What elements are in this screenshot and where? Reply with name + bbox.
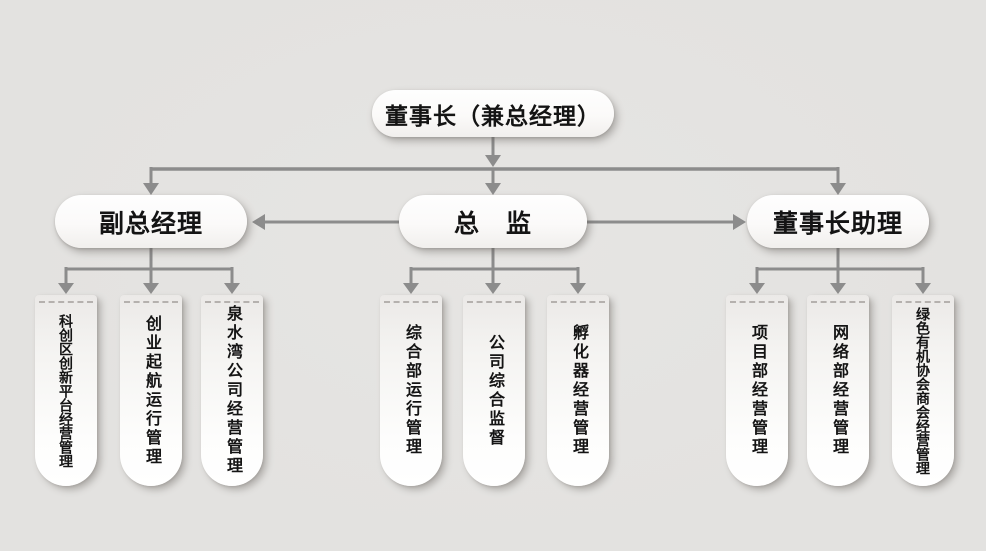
chairman-label: 董事长（兼总经理） [385, 102, 601, 129]
org-node-dept-incubator: 孵化器经营管理 [547, 295, 609, 486]
perforation-dashes [39, 301, 93, 303]
org-node-dept-quanshuiwan-company: 泉水湾公司经营管理 [201, 295, 263, 486]
director-label: 总 监 [453, 209, 532, 238]
dept-label: 网络部经营管理 [830, 324, 847, 457]
dept-label: 绿色有机协会商会经营管理 [915, 306, 931, 475]
perforation-dashes [384, 301, 438, 303]
perforation-dashes [730, 301, 784, 303]
org-node-deputy-general-manager: 副总经理 [55, 195, 247, 248]
dept-label: 综合部运行管理 [403, 324, 420, 457]
org-node-chairman-general-manager: 董事长（兼总经理） [372, 90, 614, 137]
org-node-director: 总 监 [399, 195, 587, 248]
org-node-dept-project: 项目部经营管理 [726, 295, 788, 486]
deputy-general-manager-label: 副总经理 [98, 209, 203, 238]
dept-label: 科创区创新平台经营管理 [58, 313, 74, 468]
perforation-dashes [896, 301, 950, 303]
perforation-dashes [124, 301, 178, 303]
dept-label: 项目部经营管理 [749, 324, 766, 457]
org-node-dept-startup-sailing: 创业起航运行管理 [120, 295, 182, 486]
org-node-dept-company-supervision: 公司综合监督 [463, 295, 525, 486]
org-node-dept-network: 网络部经营管理 [807, 295, 869, 486]
perforation-dashes [811, 301, 865, 303]
org-node-chairman-assistant: 董事长助理 [747, 195, 929, 248]
dept-label: 孵化器经营管理 [570, 324, 587, 457]
perforation-dashes [205, 301, 259, 303]
perforation-dashes [551, 301, 605, 303]
org-node-dept-general-operations: 综合部运行管理 [380, 295, 442, 486]
perforation-dashes [467, 301, 521, 303]
org-node-dept-sci-innovation-platform: 科创区创新平台经营管理 [35, 295, 97, 486]
chairman-assistant-label: 董事长助理 [772, 209, 903, 238]
org-node-dept-green-organic-association: 绿色有机协会商会经营管理 [892, 295, 954, 486]
dept-label: 创业起航运行管理 [143, 314, 160, 467]
arrowheads [58, 155, 931, 294]
dept-label: 公司综合监督 [486, 333, 503, 448]
dept-label: 泉水湾公司经营管理 [224, 305, 241, 476]
